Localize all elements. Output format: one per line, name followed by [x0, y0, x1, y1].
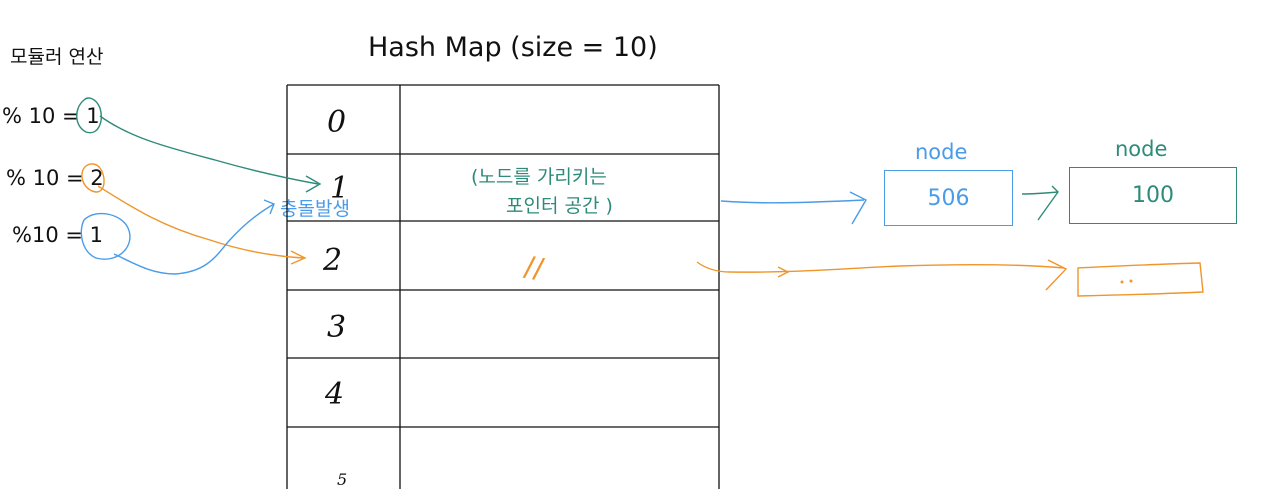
orange-dot [1129, 279, 1133, 283]
teal-hash-arrow [76, 97, 322, 193]
teal-next-line [1021, 191, 1059, 195]
page-title: Hash Map (size = 10) [368, 32, 658, 63]
orange-circle [81, 163, 105, 193]
node-value-506: 506 [927, 185, 970, 211]
orange-chain-head [1045, 259, 1068, 291]
node-label-506: node [915, 140, 968, 164]
orange-dot [1120, 280, 1124, 284]
orange-arrow-line [97, 185, 304, 259]
orange-chain-tick [777, 266, 790, 278]
node-label-100: node [1115, 137, 1168, 161]
slot-index-0: 0 [327, 105, 346, 140]
modulo-expression-3: %10 = 1 [12, 223, 103, 247]
orange-pending-node [1077, 262, 1204, 297]
slot-2-mark: // [522, 249, 547, 285]
pointer-space-note-line-1: (노드를 가리키는 [471, 166, 607, 188]
slot-index-4: 4 [324, 377, 344, 412]
blue-arrow-head [263, 199, 275, 215]
modulo-expression-2: % 10 = 2 [6, 166, 104, 190]
pointer-space-note-line-2: 포인터 공간 ) [506, 195, 613, 217]
blue-arrow-line [113, 203, 275, 275]
modulo-expression-1: % 10 = 1 [2, 104, 100, 128]
orange-arrow-head [290, 250, 307, 265]
node-value-100: 100 [1132, 183, 1174, 208]
teal-next-head [1037, 185, 1059, 221]
orange-hash-arrow [81, 163, 1204, 297]
slot-index-1: 1 [330, 171, 349, 206]
blue-pointer-line [720, 199, 865, 204]
blue-pointer-head [849, 191, 867, 225]
teal-arrow-head [305, 175, 322, 193]
slot-index-2: 2 [322, 243, 342, 278]
node-box-100: 100 [1069, 167, 1237, 224]
collision-label: 충돌발생 [280, 198, 350, 220]
modulo-title: 모듈러 연산 [10, 46, 104, 68]
hash-table [286, 84, 720, 489]
teal-circle [76, 97, 102, 134]
slot-index-3: 3 [327, 310, 346, 345]
blue-collision-arrow [80, 191, 867, 275]
teal-next-arrow [1021, 185, 1059, 221]
teal-arrow-line [99, 115, 319, 185]
blue-circle [80, 212, 131, 260]
slot-index-5: 5 [337, 470, 347, 489]
orange-chain-line [696, 261, 1065, 273]
node-box-506: 506 [884, 170, 1013, 226]
